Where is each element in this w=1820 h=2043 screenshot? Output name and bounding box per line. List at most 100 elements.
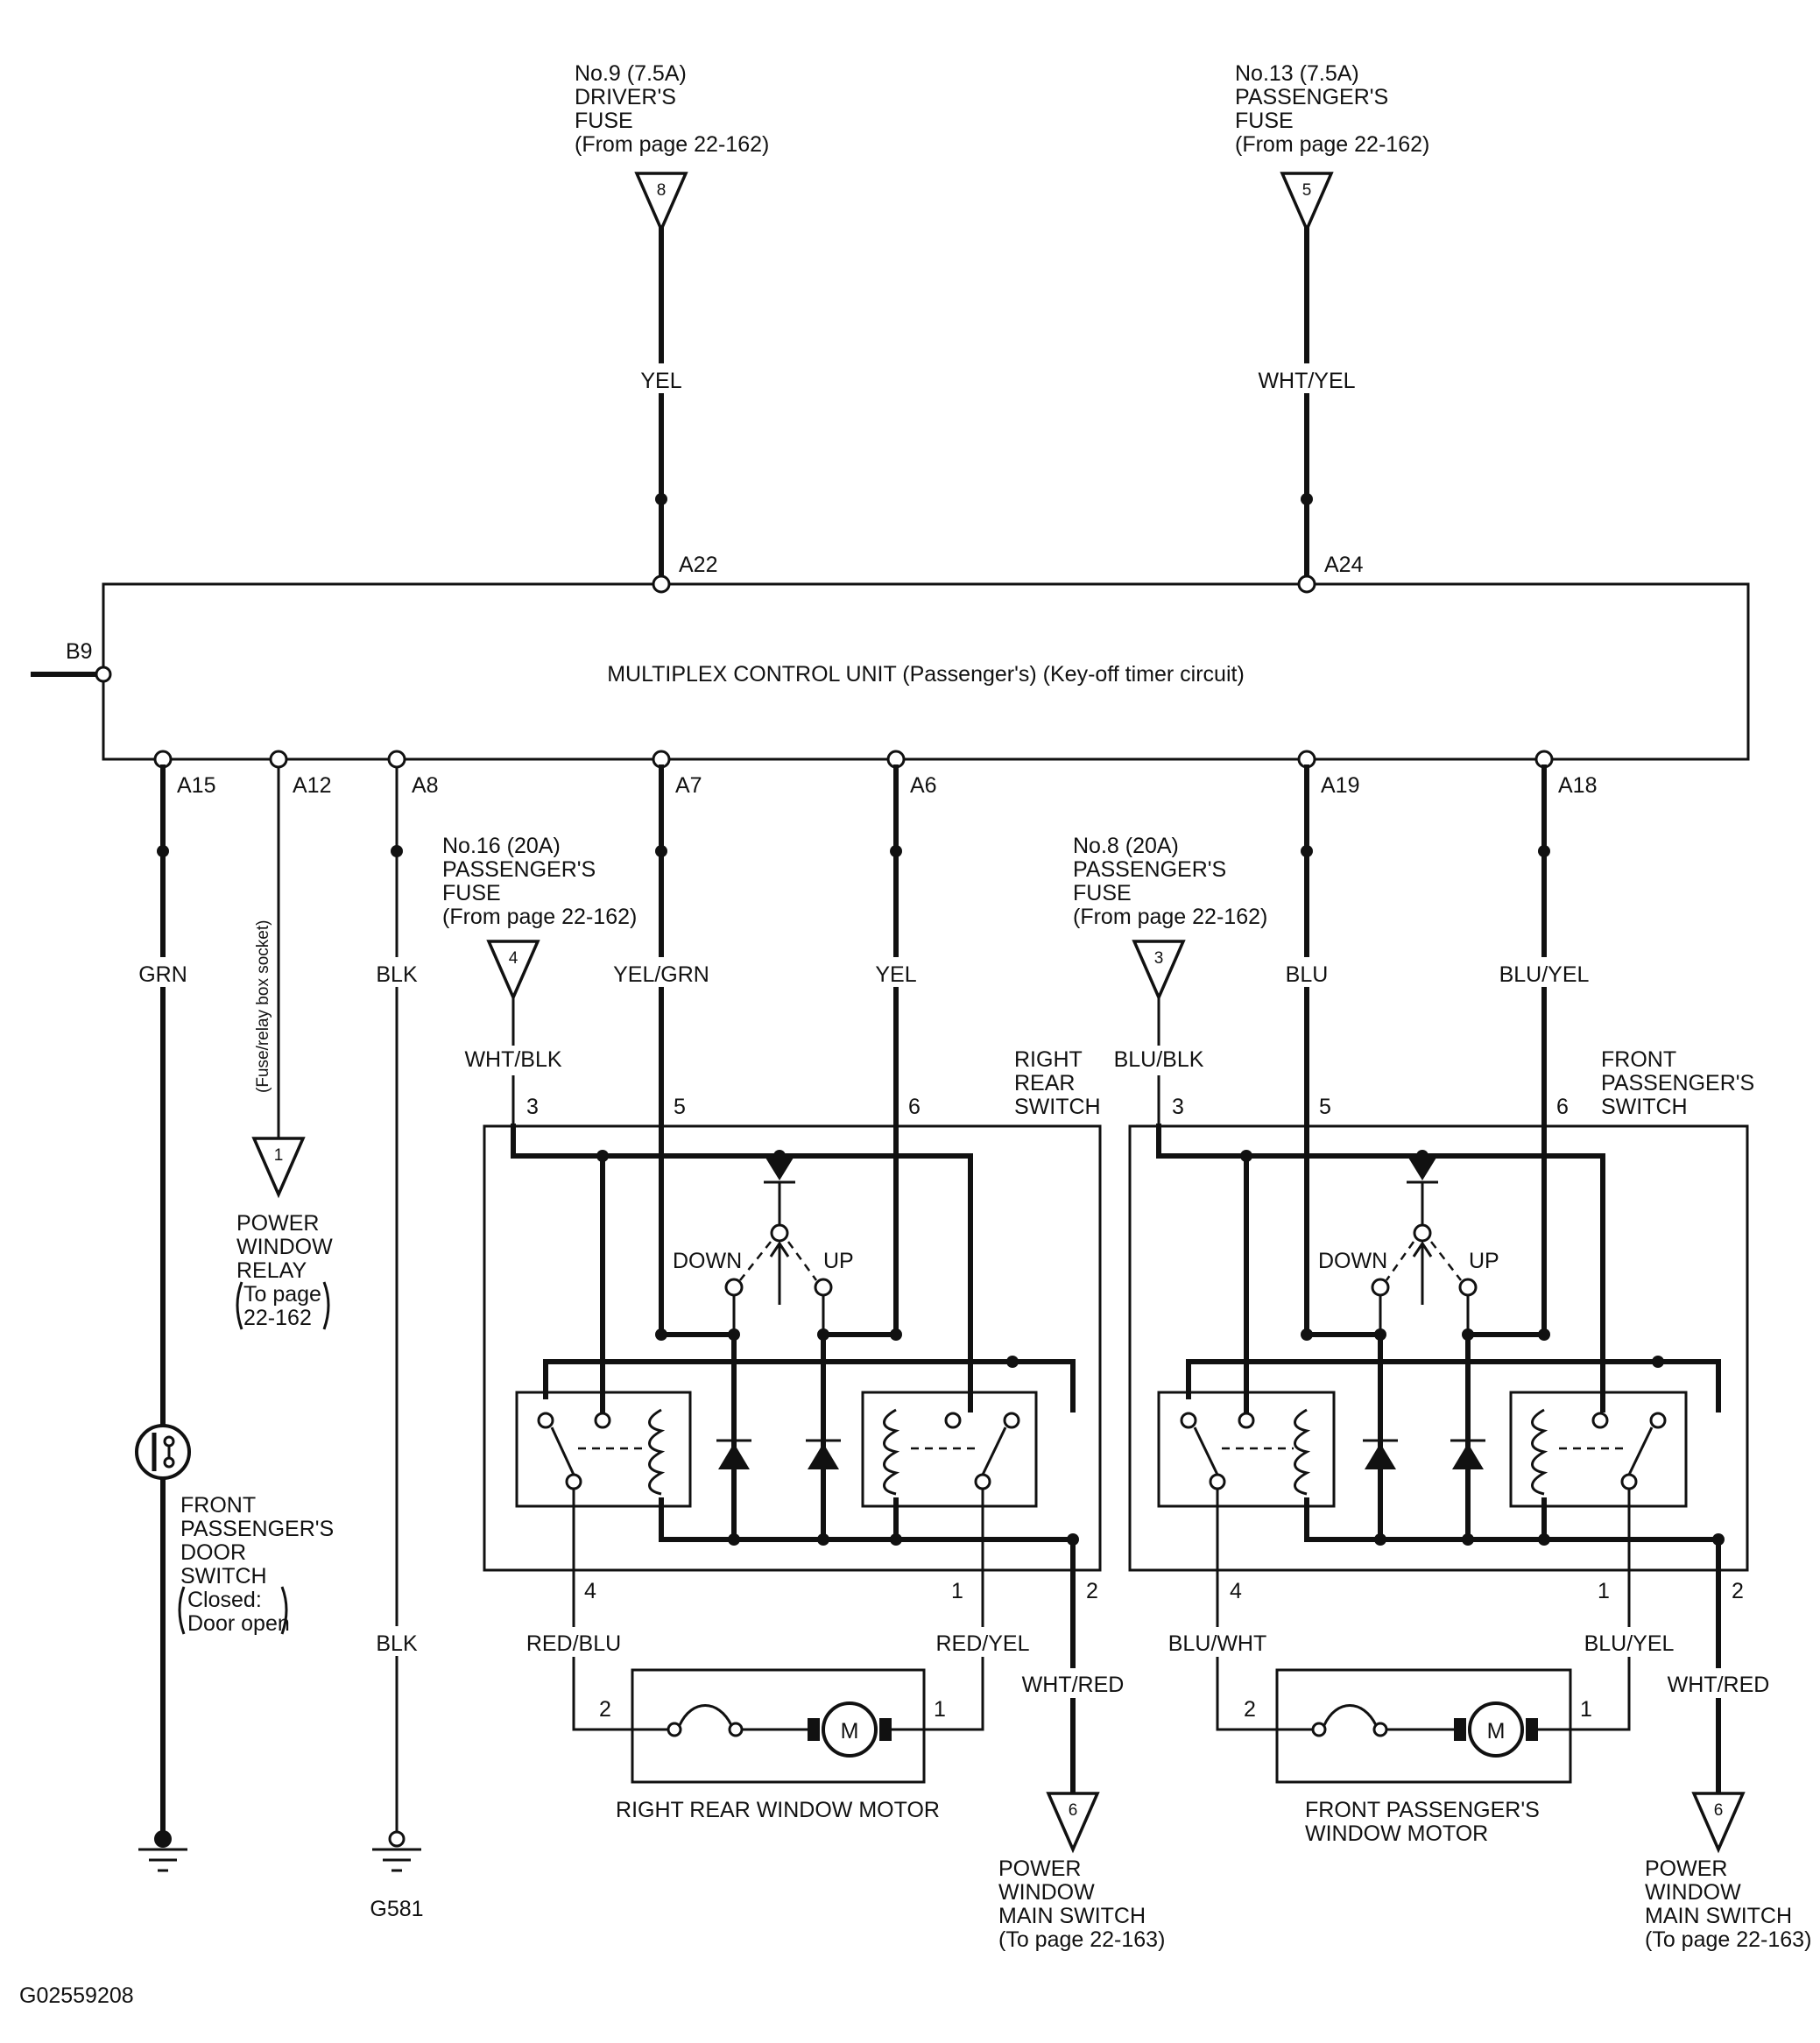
door-switch-line-2: PASSENGER'S xyxy=(180,1517,334,1541)
main-switch-2-line-4: (To page 22-163) xyxy=(1645,1927,1811,1952)
blu-yel-wire-label: BLU/YEL xyxy=(1499,962,1590,987)
fuse-relay-socket-label: (Fuse/relay box socket) xyxy=(254,920,272,1093)
rear-switch-down-label[interactable]: DOWN xyxy=(673,1249,742,1273)
circuit-breaker-icon xyxy=(678,1704,733,1726)
main-switch-2-connector-icon xyxy=(1691,1792,1746,1854)
rear-switch-term-5: 5 xyxy=(674,1095,686,1119)
front-switch-box xyxy=(1128,1124,1749,1572)
passengers-fuse-line-4: (From page 22-162) xyxy=(1235,132,1429,157)
front-switch-up-label[interactable]: UP xyxy=(1469,1249,1499,1273)
pin-a8-label: A8 xyxy=(412,773,439,798)
front-switch-title-2: PASSENGER'S xyxy=(1601,1071,1754,1095)
splice-dot xyxy=(157,845,169,857)
main-switch-1-line-4: (To page 22-163) xyxy=(998,1927,1165,1952)
rear-switch-term-3: 3 xyxy=(526,1095,539,1119)
blk-wire-label: BLK xyxy=(376,962,418,987)
blu-yel-2-wire-label: BLU/YEL xyxy=(1584,1631,1675,1656)
drivers-fuse-terminal: 8 xyxy=(657,181,667,200)
yel-grn-wire-label: YEL/GRN xyxy=(613,962,709,987)
right-rear-window-motor: M 2 1 RIGHT REAR WINDOW MOTOR xyxy=(572,1668,984,1822)
yel-wire-label: YEL xyxy=(875,962,916,987)
blu-blk-wire-label: BLU/BLK xyxy=(1114,1047,1204,1072)
main-switch-2-terminal: 6 xyxy=(1714,1801,1724,1820)
motor-icon xyxy=(1468,1701,1524,1758)
motor-icon xyxy=(822,1701,878,1758)
yel-wire-label: YEL xyxy=(640,369,681,393)
front-fuse-line-4: (From page 22-162) xyxy=(1073,905,1267,929)
drivers-fuse-line-4: (From page 22-162) xyxy=(575,132,769,157)
main-switch-1-line-1: POWER xyxy=(998,1856,1081,1881)
rear-fuse-line-4: (From page 22-162) xyxy=(442,905,637,929)
red-blu-wire-label: RED/BLU xyxy=(526,1631,621,1656)
relay-connector-icon xyxy=(251,1137,306,1199)
front-switch-term-5: 5 xyxy=(1319,1095,1331,1119)
pin-b9-label: B9 xyxy=(66,639,93,664)
diode-icon xyxy=(808,1443,839,1469)
multiplex-control-unit: MULTIPLEX CONTROL UNIT (Passenger's) (Ke… xyxy=(31,553,1750,798)
splice-dot xyxy=(1301,493,1313,505)
rear-switch-box xyxy=(483,1124,1102,1572)
rear-motor-term-2: 2 xyxy=(599,1697,611,1722)
rear-switch-term-2: 2 xyxy=(1086,1579,1098,1603)
ground-g581-label: G581 xyxy=(370,1897,423,1921)
splice-dot xyxy=(391,845,403,857)
rear-motor-label: RIGHT REAR WINDOW MOTOR xyxy=(616,1798,940,1822)
door-switch-line-5: Closed: xyxy=(187,1588,262,1612)
right-rear-switch: RIGHT REAR SWITCH 3 5 6 xyxy=(483,1047,1102,1796)
wht-yel-wire-label: WHT/YEL xyxy=(1258,369,1355,393)
main-switch-1-line-2: WINDOW xyxy=(998,1880,1095,1905)
control-unit-label: MULTIPLEX CONTROL UNIT (Passenger's) (Ke… xyxy=(607,662,1245,687)
pin-a22 xyxy=(652,574,671,594)
rear-relay-right xyxy=(861,1391,1038,1508)
front-switch-term-2: 2 xyxy=(1732,1579,1744,1603)
front-switch-bus xyxy=(1156,1124,1605,1412)
switch-pivot xyxy=(770,1223,789,1243)
front-switch-term-6: 6 xyxy=(1556,1095,1569,1119)
front-fuse-line-1: No.8 (20A) xyxy=(1073,834,1179,858)
up-contact xyxy=(814,1278,833,1297)
power-window-relay: 1 POWER WINDOW RELAY To page 22-162 xyxy=(236,1137,333,1330)
grn-wire-label: GRN xyxy=(138,962,187,987)
blu-wht-wire-label: BLU/WHT xyxy=(1168,1631,1267,1656)
drivers-fuse-connector-icon xyxy=(634,172,688,234)
blu-wire-label: BLU xyxy=(1286,962,1329,987)
relay-coil-icon xyxy=(883,1408,900,1496)
main-switch-2: 6 POWER WINDOW MAIN SWITCH (To page 22-1… xyxy=(1645,1792,1811,1952)
front-fuse-terminal: 3 xyxy=(1154,949,1164,968)
rear-motor-box xyxy=(631,1668,926,1784)
relay-coil-icon xyxy=(1294,1408,1311,1496)
relay-line-2: WINDOW xyxy=(236,1235,333,1259)
ground-g581: G581 xyxy=(370,1830,424,1921)
door-switch-icon xyxy=(135,1424,191,1480)
rear-motor-symbol: M xyxy=(841,1719,859,1744)
diode-icon xyxy=(1408,1158,1436,1180)
main-switch-1: 6 POWER WINDOW MAIN SWITCH (To page 22-1… xyxy=(998,1792,1165,1952)
front-relay-right xyxy=(1509,1391,1688,1508)
front-switch-term-3: 3 xyxy=(1172,1095,1184,1119)
ground-left xyxy=(138,1830,187,1872)
rear-switch-up-label[interactable]: UP xyxy=(823,1249,854,1273)
main-switch-1-line-3: MAIN SWITCH xyxy=(998,1904,1146,1928)
pin-a8 xyxy=(387,750,406,769)
front-motor-label-2: WINDOW MOTOR xyxy=(1305,1821,1488,1846)
front-fuse: No.8 (20A) PASSENGER'S FUSE (From page 2… xyxy=(1073,834,1267,1002)
diode-icon xyxy=(1365,1443,1396,1469)
front-fuse-line-3: FUSE xyxy=(1073,881,1132,905)
pin-a22-label: A22 xyxy=(679,553,717,577)
diode-icon xyxy=(718,1443,750,1469)
pin-a24-label: A24 xyxy=(1324,553,1364,577)
front-fuse-connector-icon xyxy=(1132,940,1186,1002)
rear-fuse-terminal: 4 xyxy=(509,949,518,968)
rear-switch-term-6: 6 xyxy=(908,1095,921,1119)
front-switch-down-label[interactable]: DOWN xyxy=(1318,1249,1387,1273)
front-motor-term-1: 1 xyxy=(1580,1697,1592,1722)
door-switch: FRONT PASSENGER'S DOOR SWITCH Closed: Do… xyxy=(135,1424,334,1636)
front-motor-label-1: FRONT PASSENGER'S xyxy=(1305,1798,1540,1822)
ground-dot xyxy=(154,1830,172,1848)
splice-dot xyxy=(655,493,667,505)
main-switch-2-line-2: WINDOW xyxy=(1645,1880,1741,1905)
front-switch-term-4: 4 xyxy=(1230,1579,1242,1603)
front-motor-symbol: M xyxy=(1487,1719,1506,1744)
front-passengers-switch: FRONT PASSENGER'S SWITCH 3 5 6 xyxy=(1128,1047,1754,1796)
pin-a15-label: A15 xyxy=(177,773,215,798)
